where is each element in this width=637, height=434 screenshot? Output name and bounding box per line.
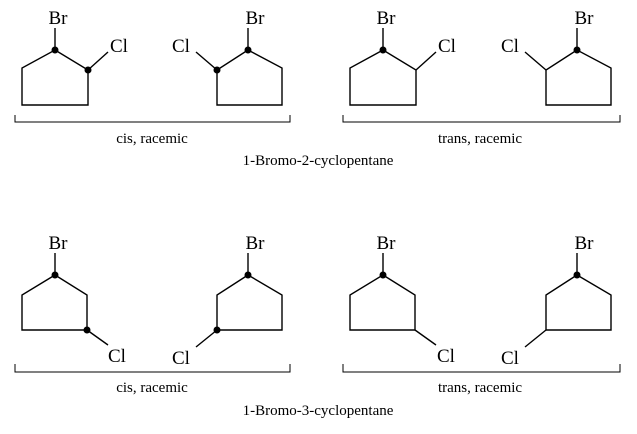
set-label: cis, racemic [116, 380, 188, 396]
stereocenter-dot [83, 326, 91, 334]
atom-label: Br [49, 8, 69, 29]
stereocenter-dot [213, 66, 221, 74]
bracket [14, 364, 291, 373]
molecule-1-2-cis-b: Cl Br [172, 8, 283, 106]
atom-label: Br [575, 233, 595, 254]
atom-label: Cl [437, 346, 455, 367]
stereocenter-dot [379, 46, 387, 54]
atom-label: Cl [501, 348, 519, 369]
set-label: trans, racemic [438, 380, 522, 396]
atom-label: Br [49, 233, 69, 254]
stereocenter-dot [244, 46, 252, 54]
stereocenter-dot [51, 271, 59, 279]
stereocenter-dot [51, 46, 59, 54]
bracket [342, 115, 621, 123]
molecule-1-3-cis-a: Br Cl [21, 233, 126, 367]
bracket [14, 115, 291, 123]
set-label: cis, racemic [116, 131, 188, 147]
molecule-1-3-cis-b: Br Cl [172, 233, 283, 369]
molecule-1-3-trans-a: Br Cl [349, 233, 455, 367]
group-title: 1-Bromo-3-cyclopentane [243, 403, 394, 419]
atom-label: Cl [438, 36, 456, 57]
atom-label: Cl [110, 36, 128, 57]
stereocenter-dot [573, 46, 581, 54]
atom-label: Cl [501, 36, 519, 57]
atom-label: Br [575, 8, 595, 29]
atom-label: Cl [172, 36, 190, 57]
stereocenter-dot [379, 271, 387, 279]
atom-label: Br [377, 8, 397, 29]
atom-label: Br [246, 8, 266, 29]
set-label: trans, racemic [438, 131, 522, 147]
stereocenter-dot [244, 271, 252, 279]
atom-label: Br [246, 233, 266, 254]
atom-label: Cl [108, 346, 126, 367]
molecule-1-2-cis-a: Br Cl [21, 8, 128, 106]
stereocenter-dot [213, 326, 221, 334]
molecule-1-3-trans-b: Br Cl [501, 233, 612, 369]
molecule-1-2-trans-b: Cl Br [501, 8, 612, 106]
group-title: 1-Bromo-2-cyclopentane [243, 153, 394, 169]
bracket [342, 364, 621, 373]
stereocenter-dot [573, 271, 581, 279]
atom-label: Br [377, 233, 397, 254]
molecule-1-2-trans-a: Br Cl [349, 8, 456, 106]
atom-label: Cl [172, 348, 190, 369]
stereocenter-dot [84, 66, 92, 74]
